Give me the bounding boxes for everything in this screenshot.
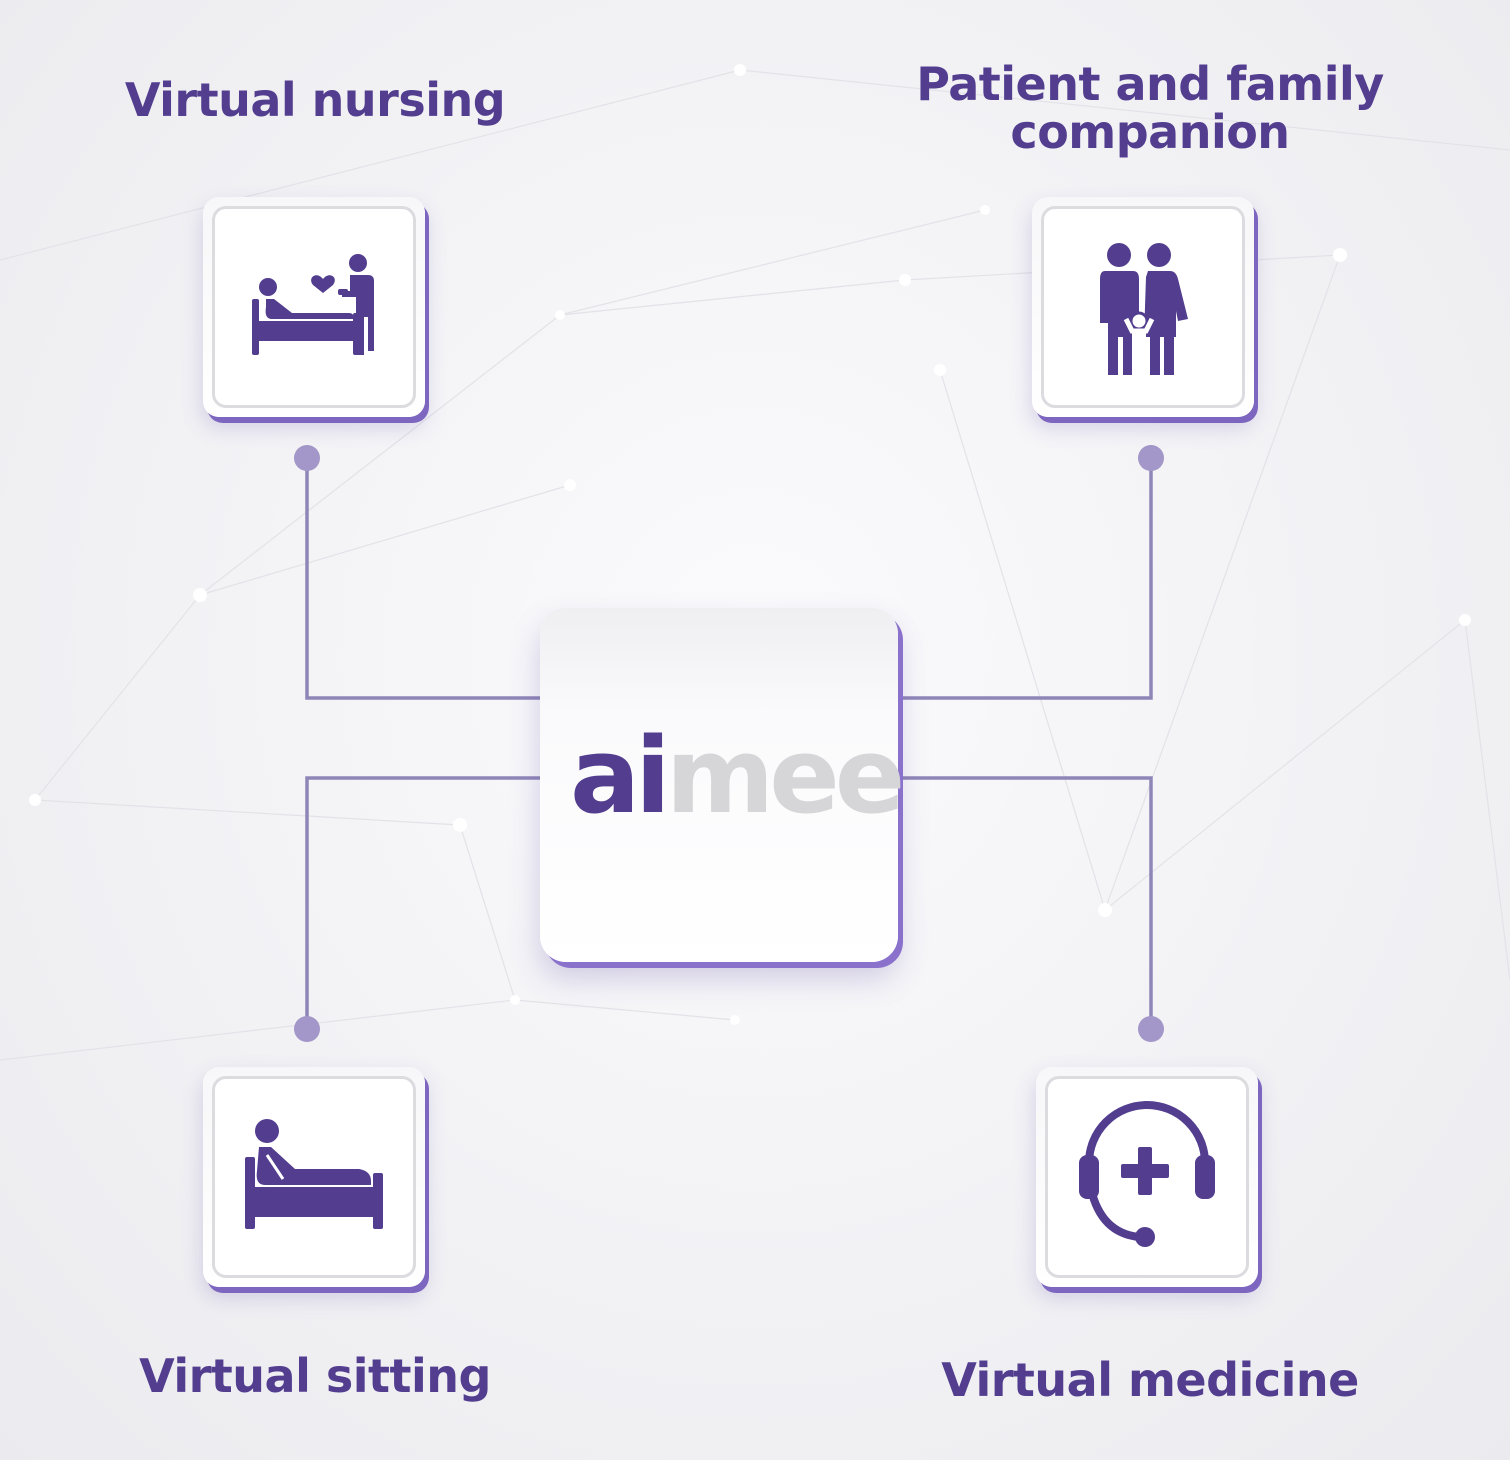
label-virtual-medicine: Virtual medicine — [941, 1353, 1359, 1407]
tile-frame — [1045, 1076, 1249, 1278]
connector-bottom-right — [895, 776, 1153, 1028]
aimee-hub[interactable]: aimee — [540, 608, 905, 962]
tile-patient-family-companion[interactable] — [1032, 197, 1254, 417]
label-line-2: companion — [1010, 105, 1290, 159]
connector-dot-top-left — [294, 445, 320, 471]
logo-part-ai: ai — [570, 715, 671, 837]
connector-dot-bottom-right — [1138, 1016, 1164, 1042]
aimee-logo: aimee — [570, 715, 905, 837]
tile-virtual-sitting[interactable] — [203, 1067, 425, 1287]
label-line-1: Patient and family — [916, 57, 1384, 111]
tile-virtual-nursing[interactable] — [203, 197, 425, 417]
patient-bed-icon — [245, 1119, 383, 1229]
connector-dot-bottom-left — [294, 1016, 320, 1042]
nurse-patient-icon — [252, 254, 374, 355]
label-patient-family-companion: Patient and family companion — [905, 60, 1395, 156]
tile-frame — [212, 206, 416, 408]
connector-top-right — [895, 458, 1153, 700]
connector-bottom-left — [305, 776, 545, 1028]
logo-part-mee: mee — [665, 715, 905, 837]
connector-dot-top-right — [1138, 445, 1164, 471]
family-icon — [1100, 243, 1188, 375]
label-virtual-sitting: Virtual sitting — [139, 1349, 491, 1403]
connector-top-left — [305, 458, 545, 700]
tile-frame — [212, 1076, 416, 1278]
label-virtual-nursing: Virtual nursing — [124, 73, 506, 127]
tile-virtual-medicine[interactable] — [1036, 1067, 1258, 1287]
medical-headset-icon — [1079, 1101, 1215, 1247]
tile-frame — [1041, 206, 1245, 408]
